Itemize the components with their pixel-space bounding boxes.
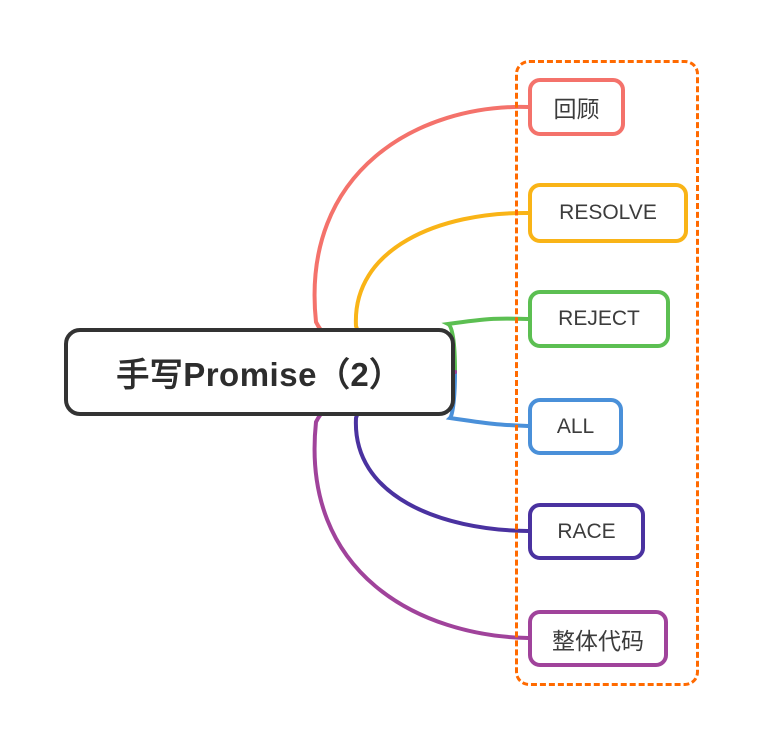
child-node-label: ALL [556,414,595,438]
child-node[interactable]: RACE [528,503,645,560]
child-node-label: 回顾 [553,96,600,122]
child-node[interactable]: REJECT [528,290,670,348]
child-node-label: RESOLVE [559,201,657,224]
child-node-label: REJECT [558,307,640,330]
child-node-label: RACE [557,519,616,543]
child-node[interactable]: 回顾 [528,78,625,136]
dashed-selection-region[interactable] [515,60,699,686]
child-node[interactable]: ALL [528,398,623,455]
child-node-label: 整体代码 [552,627,644,654]
root-node-label: 手写Promise（2） [116,356,403,393]
root-node[interactable]: 手写Promise（2） [64,328,455,416]
child-node[interactable]: 整体代码 [528,610,668,667]
child-node[interactable]: RESOLVE [528,183,688,243]
